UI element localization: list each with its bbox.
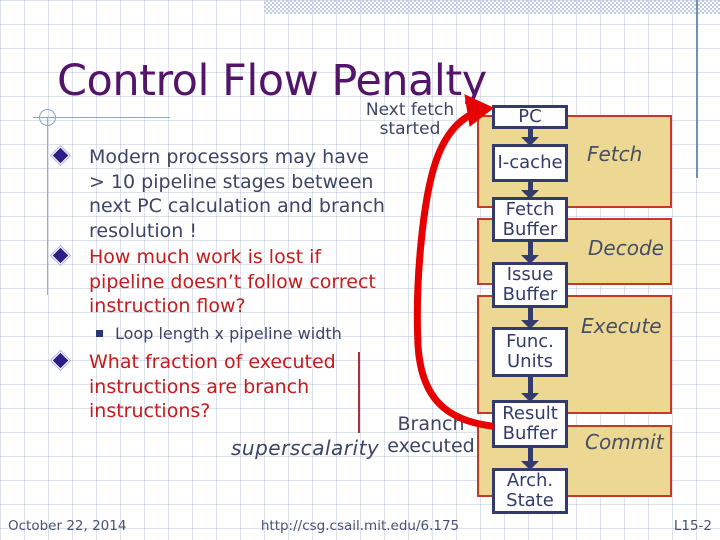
footer-page-number: L15-2	[673, 518, 712, 534]
diamond-bullet-icon	[52, 247, 69, 264]
footer-url: http://csg.csail.mit.edu/6.175	[260, 518, 460, 534]
title-underline	[33, 117, 170, 118]
diamond-bullet-icon	[52, 147, 69, 164]
fetch-buffer-box: Fetch Buffer	[492, 197, 568, 242]
square-bullet-icon	[96, 330, 103, 337]
pc-box: PC	[492, 105, 568, 129]
right-vertical-rule	[696, 0, 698, 178]
subbullet-loop-length: Loop length x pipeline width	[96, 324, 342, 343]
left-vertical-rule	[47, 118, 48, 295]
bullet-work-lost: How much work is lost if pipeline doesn’…	[52, 245, 419, 319]
next-fetch-label: Next fetch started	[365, 100, 455, 139]
result-buffer-box: Result Buffer	[492, 400, 568, 448]
diamond-bullet-icon	[52, 352, 69, 369]
bullet-text: What fraction of executed instructions a…	[89, 351, 336, 422]
down-arrow-icon	[521, 180, 539, 199]
issue-buffer-box: Issue Buffer	[492, 262, 568, 308]
compass-circle-decoration	[39, 109, 56, 126]
decode-stage-label: Decode	[588, 236, 664, 260]
superscalarity-pointer-line	[358, 352, 360, 433]
header-checker-band	[264, 0, 720, 14]
execute-stage-label: Execute	[581, 314, 662, 338]
bullet-branch-fraction: What fraction of executed instructions a…	[52, 350, 419, 424]
bullet-text: Modern processors may have > 10 pipeline…	[89, 146, 385, 242]
fetch-stage-label: Fetch	[587, 142, 643, 166]
branch-executed-label: Branch executed	[387, 413, 475, 457]
superscalarity-label: superscalarity	[231, 436, 380, 460]
down-arrow-icon	[521, 446, 539, 470]
slide-title: Control Flow Penalty	[57, 56, 487, 106]
commit-stage-label: Commit	[585, 430, 664, 454]
bullet-text: How much work is lost if pipeline doesn’…	[89, 246, 376, 317]
down-arrow-icon	[521, 127, 539, 146]
down-arrow-icon	[521, 306, 539, 329]
down-arrow-icon	[521, 240, 539, 264]
subbullet-text: Loop length x pipeline width	[115, 324, 342, 343]
execute-stage-region	[477, 295, 672, 414]
icache-box: I-cache	[492, 144, 568, 182]
func-units-box: Func. Units	[492, 327, 568, 377]
arch-state-box: Arch. State	[492, 468, 568, 514]
bullet-modern-processors: Modern processors may have > 10 pipeline…	[52, 145, 419, 243]
footer-date: October 22, 2014	[8, 518, 127, 534]
down-arrow-icon	[521, 375, 539, 402]
